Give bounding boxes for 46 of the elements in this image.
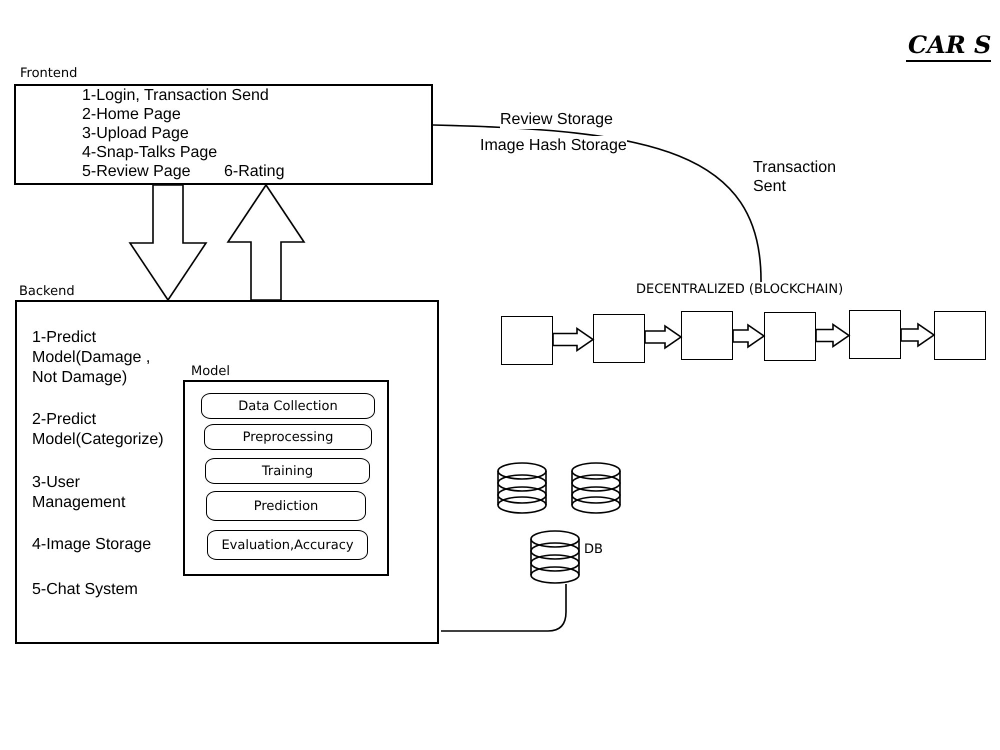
edge-label: Review Storage [500,110,613,129]
connector-line [441,584,567,632]
list-item: 3-Upload Page [82,124,189,144]
list-item: 4-Image Storage [32,535,152,555]
chain-arrow [732,323,766,349]
list-item: 1-Predict Model(Damage , Not Damage) [32,328,152,388]
section-heading: DECENTRALIZED (BLOCKCHAIN) [636,282,844,298]
list-item: 2-Home Page [82,105,181,125]
block-box [501,316,553,365]
process-step [206,491,366,521]
title: CAR S [906,30,992,62]
list-item: 2-Predict Model(Categorize) [32,410,165,450]
database-cylinder [497,462,547,514]
process-step [204,424,372,450]
flow-label: Image Hash Storage [480,136,627,155]
list-item: 4-Snap-Talks Page [82,143,218,163]
step-label: Training [262,464,314,478]
list-item: 3-User Management [32,473,126,513]
block-box [764,312,816,361]
process-step [207,530,368,560]
block-box [593,314,645,363]
list-item: 5-Chat System [32,580,138,600]
list-item: 1-Login, Transaction Send [82,86,269,106]
process-step [205,458,370,484]
list-item: 6-Rating [224,162,284,182]
database-label: DB [584,542,603,558]
database-cylinder [571,462,621,514]
block-arrow [226,184,306,301]
box-heading: Model [191,364,230,380]
block-box [681,311,733,360]
box-heading: Backend [19,284,75,300]
block-box [849,310,901,359]
chain-arrow [900,322,936,348]
step-label: Prediction [254,498,318,514]
box-heading: Frontend [20,66,78,82]
chain-arrow [644,324,682,350]
connector-line [432,124,762,282]
process-step [201,393,375,419]
chain-arrow [552,326,594,352]
step-label: Evaluation,Accuracy [221,538,354,552]
step-label: Preprocessing [242,430,334,444]
chain-arrow [815,322,850,348]
step-label: Data Collection [238,398,338,414]
block-box [934,311,986,360]
list-item: 5-Review Page [82,162,190,182]
block-arrow [128,184,208,302]
